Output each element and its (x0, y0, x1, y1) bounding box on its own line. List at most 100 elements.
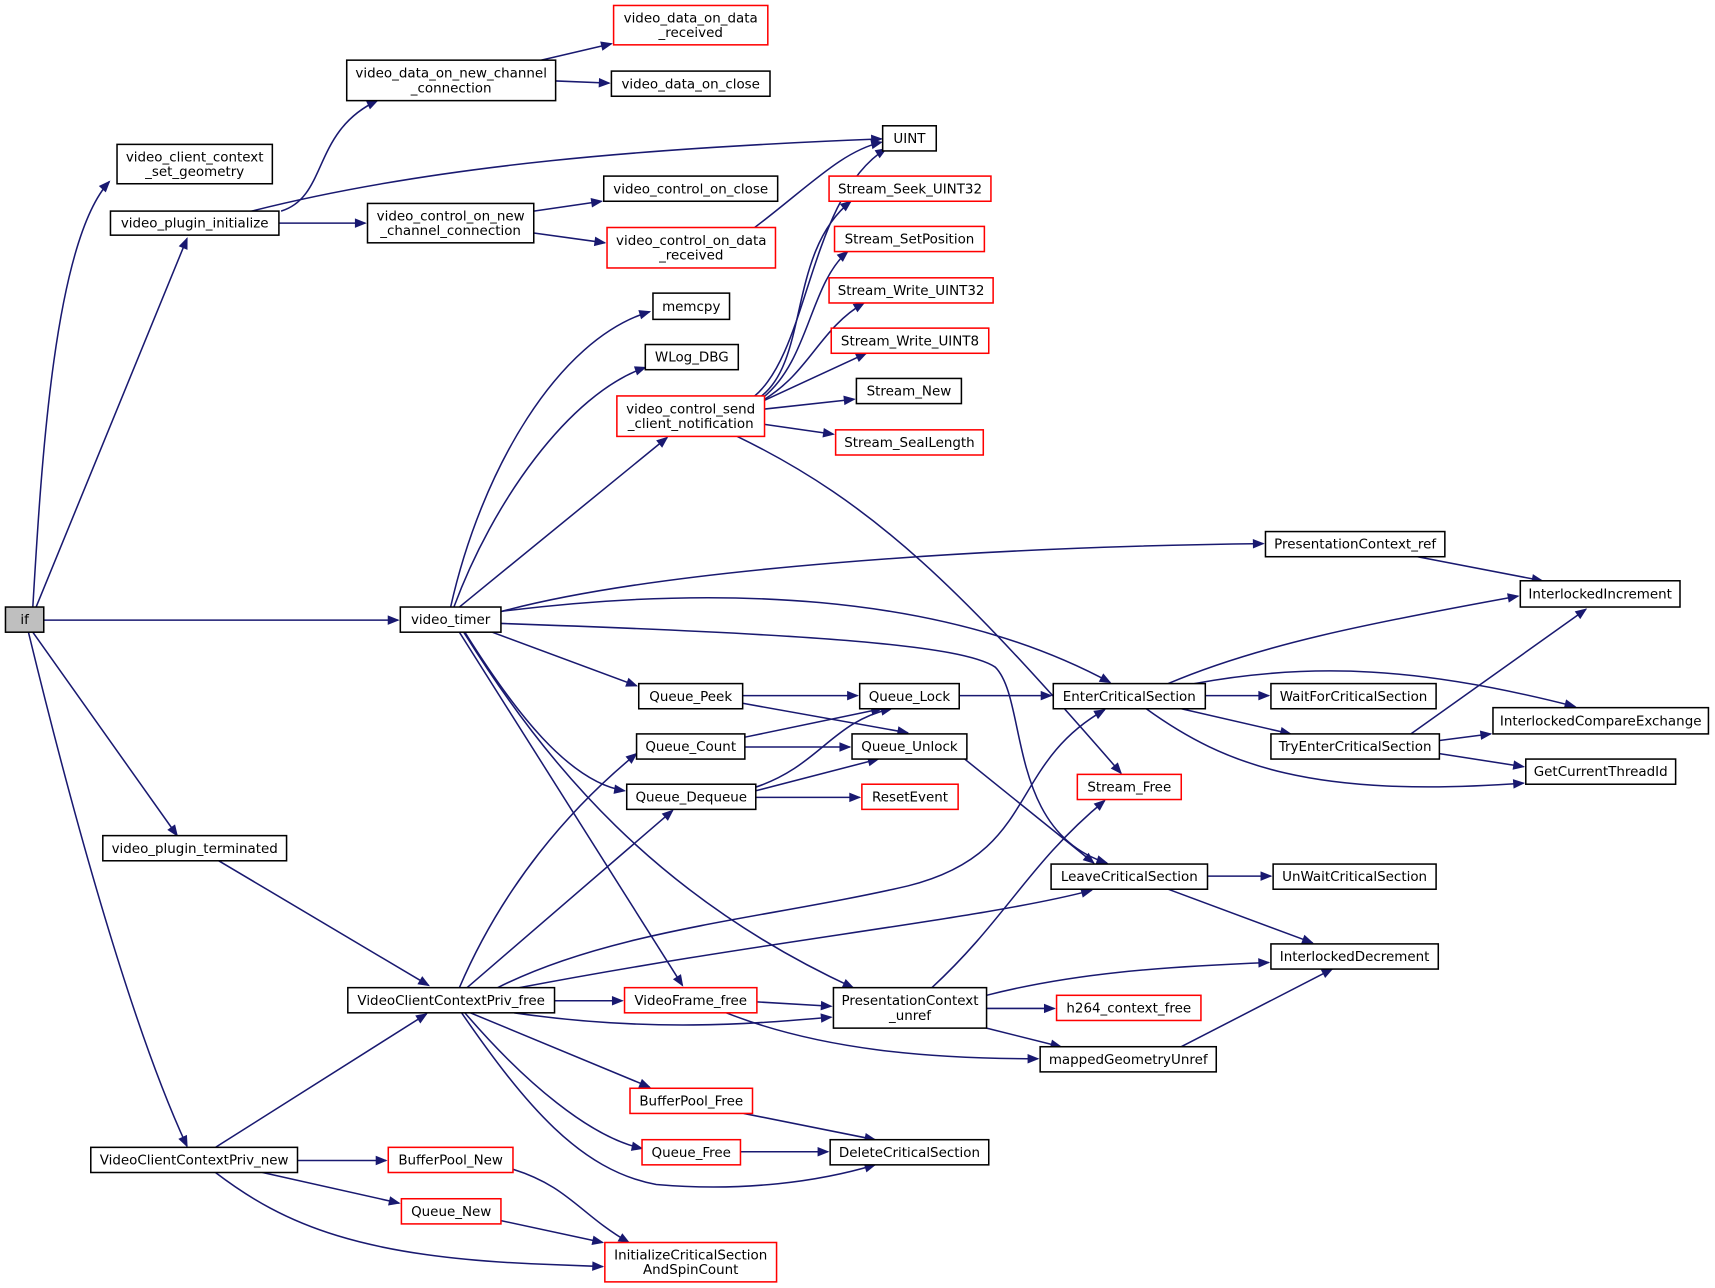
arrowhead-icon (1080, 888, 1093, 898)
graph-node-qunlock[interactable]: Queue_Unlock (851, 733, 968, 760)
graph-node-vpt[interactable]: video_plugin_terminated (102, 834, 288, 862)
graph-node-wfcs[interactable]: WaitForCriticalSection (1270, 682, 1437, 710)
graph-node-pcref[interactable]: PresentationContext_ref (1264, 530, 1446, 558)
edge-line (764, 398, 855, 410)
edge-line (463, 631, 854, 989)
call-edge-vpi-to-uint (251, 134, 884, 212)
graph-node-vcoc[interactable]: video_control_on_close (602, 175, 779, 203)
edge-line (1417, 555, 1543, 582)
graph-node-tecs[interactable]: TryEnterCriticalSection (1270, 733, 1441, 760)
graph-node-vpi[interactable]: video_plugin_initialize (109, 210, 280, 236)
arrowhead-icon (852, 302, 866, 313)
call-edge-pcunref-to-h264 (986, 1003, 1056, 1014)
graph-node-ecs[interactable]: EnterCriticalSection (1052, 682, 1207, 710)
edge-line (754, 708, 892, 789)
arrowhead-icon (820, 1013, 833, 1023)
graph-node-sseek[interactable]: Stream_Seek_UINT32 (828, 175, 992, 203)
node-label: InterlockedCompareExchange (1500, 714, 1702, 729)
graph-node-sfree[interactable]: Stream_Free (1076, 773, 1183, 801)
graph-node-qdeq[interactable]: Queue_Dequeue (625, 783, 757, 811)
node-label: DeleteCriticalSection (839, 1146, 980, 1161)
edge-line (32, 631, 178, 837)
node-box (90, 1146, 299, 1174)
graph-node-ssl[interactable]: Stream_SealLength (834, 429, 985, 456)
node-label: Stream_New (867, 385, 952, 400)
graph-node-vccsg[interactable]: video_client_context_set_geometry (116, 143, 274, 185)
graph-node-reset[interactable]: ResetEvent (861, 783, 959, 811)
graph-node-vdodr[interactable]: video_data_on_data_received (612, 4, 769, 46)
arrowhead-icon (1082, 852, 1095, 864)
call-edge-qdeq-to-qunlock (755, 757, 880, 792)
call-edge-tecs-to-gctid (1439, 752, 1526, 770)
graph-node-vconcc[interactable]: video_control_on_new_channel_connection (366, 202, 535, 244)
arrowhead-icon (870, 139, 883, 150)
graph-node-qcount[interactable]: Queue_Count (635, 733, 746, 760)
node-box (109, 210, 280, 236)
call-edge-qpeek-to-qunlock (742, 702, 910, 736)
node-label: video_data_on_data (624, 11, 758, 26)
graph-node-vtimer[interactable]: video_timer (399, 606, 502, 633)
node-box (828, 277, 994, 304)
call-edge-tecs-to-iinc (1410, 608, 1588, 735)
edge-line (497, 709, 1106, 989)
graph-node-swu32[interactable]: Stream_Write_UINT32 (828, 277, 994, 304)
arrowhead-icon (178, 1134, 188, 1148)
graph-node-vdoncc[interactable]: video_data_on_new_channel_connection (345, 59, 557, 102)
node-box (1270, 943, 1440, 970)
edge-line (464, 1012, 643, 1150)
edge-line (458, 436, 668, 608)
graph-node-gctid[interactable]: GetCurrentThreadId (1525, 758, 1677, 785)
graph-node-wlog[interactable]: WLog_DBG (644, 343, 740, 371)
node-box (604, 1241, 778, 1283)
call-edge-vccpn-to-icsasc (215, 1171, 605, 1271)
node-box (366, 202, 535, 244)
graph-node-iinc[interactable]: InterlockedIncrement (1519, 580, 1681, 608)
graph-node-if[interactable]: if (4, 606, 45, 633)
graph-node-qfree[interactable]: Queue_Free (641, 1138, 742, 1166)
node-box (1270, 733, 1441, 760)
graph-node-vcscn[interactable]: video_control_send_client_notification (616, 395, 766, 438)
graph-node-vffree[interactable]: VideoFrame_free (623, 986, 758, 1014)
edge-line (764, 352, 867, 402)
graph-node-qpeek[interactable]: Queue_Peek (637, 682, 744, 710)
graph-node-uwcs[interactable]: UnWaitCriticalSection (1272, 863, 1437, 890)
edge-line (215, 1013, 427, 1148)
graph-node-ssetpos[interactable]: Stream_SetPosition (833, 225, 986, 253)
edge-line (491, 631, 637, 687)
graph-node-uint[interactable]: UINT (881, 125, 938, 152)
graph-node-bpnew[interactable]: BufferPool_New (387, 1146, 514, 1174)
arrowhead-icon (839, 200, 853, 212)
arrowhead-icon (633, 366, 647, 376)
graph-node-ice[interactable]: InterlockedCompareExchange (1492, 706, 1710, 735)
call-edge-vccpf-to-pcunref (513, 1012, 833, 1026)
node-box (1052, 682, 1207, 710)
node-label: AndSpinCount (643, 1263, 738, 1278)
call-edge-vcscn-to-ssl (764, 423, 835, 438)
graph-node-qnew[interactable]: Queue_New (400, 1197, 502, 1225)
graph-node-pcunref[interactable]: PresentationContext_unref (832, 986, 988, 1029)
node-box (1525, 758, 1677, 785)
edge-line (736, 435, 1122, 774)
graph-node-memcpy[interactable]: memcpy (652, 292, 731, 321)
graph-node-idec[interactable]: InterlockedDecrement (1270, 943, 1440, 970)
graph-node-snew[interactable]: Stream_New (855, 377, 963, 405)
node-box (399, 606, 502, 633)
graph-node-swu8[interactable]: Stream_Write_UINT8 (830, 327, 990, 355)
graph-node-mgu[interactable]: mappedGeometryUnref (1039, 1045, 1218, 1073)
arrowhead-icon (841, 978, 855, 989)
call-edge-ecs-to-gctid (1145, 708, 1526, 789)
node-box (635, 733, 746, 760)
graph-node-lcs[interactable]: LeaveCriticalSection (1050, 863, 1209, 890)
graph-node-vccpn[interactable]: VideoClientContextPriv_new (90, 1146, 299, 1174)
graph-node-qlock[interactable]: Queue_Lock (858, 682, 960, 710)
graph-node-vcodr[interactable]: video_control_on_data_received (606, 226, 777, 269)
graph-node-bpfree[interactable]: BufferPool_Free (629, 1087, 754, 1115)
graph-node-vccpf[interactable]: VideoClientContextPriv_free (347, 986, 556, 1014)
graph-node-dcs[interactable]: DeleteCriticalSection (829, 1138, 990, 1166)
graph-node-vdoc[interactable]: video_data_on_close (610, 70, 771, 98)
arrowhead-icon (1093, 799, 1106, 811)
graph-node-h264[interactable]: h264_context_free (1055, 994, 1202, 1022)
edge-line (251, 138, 882, 212)
edge-line (931, 800, 1106, 989)
